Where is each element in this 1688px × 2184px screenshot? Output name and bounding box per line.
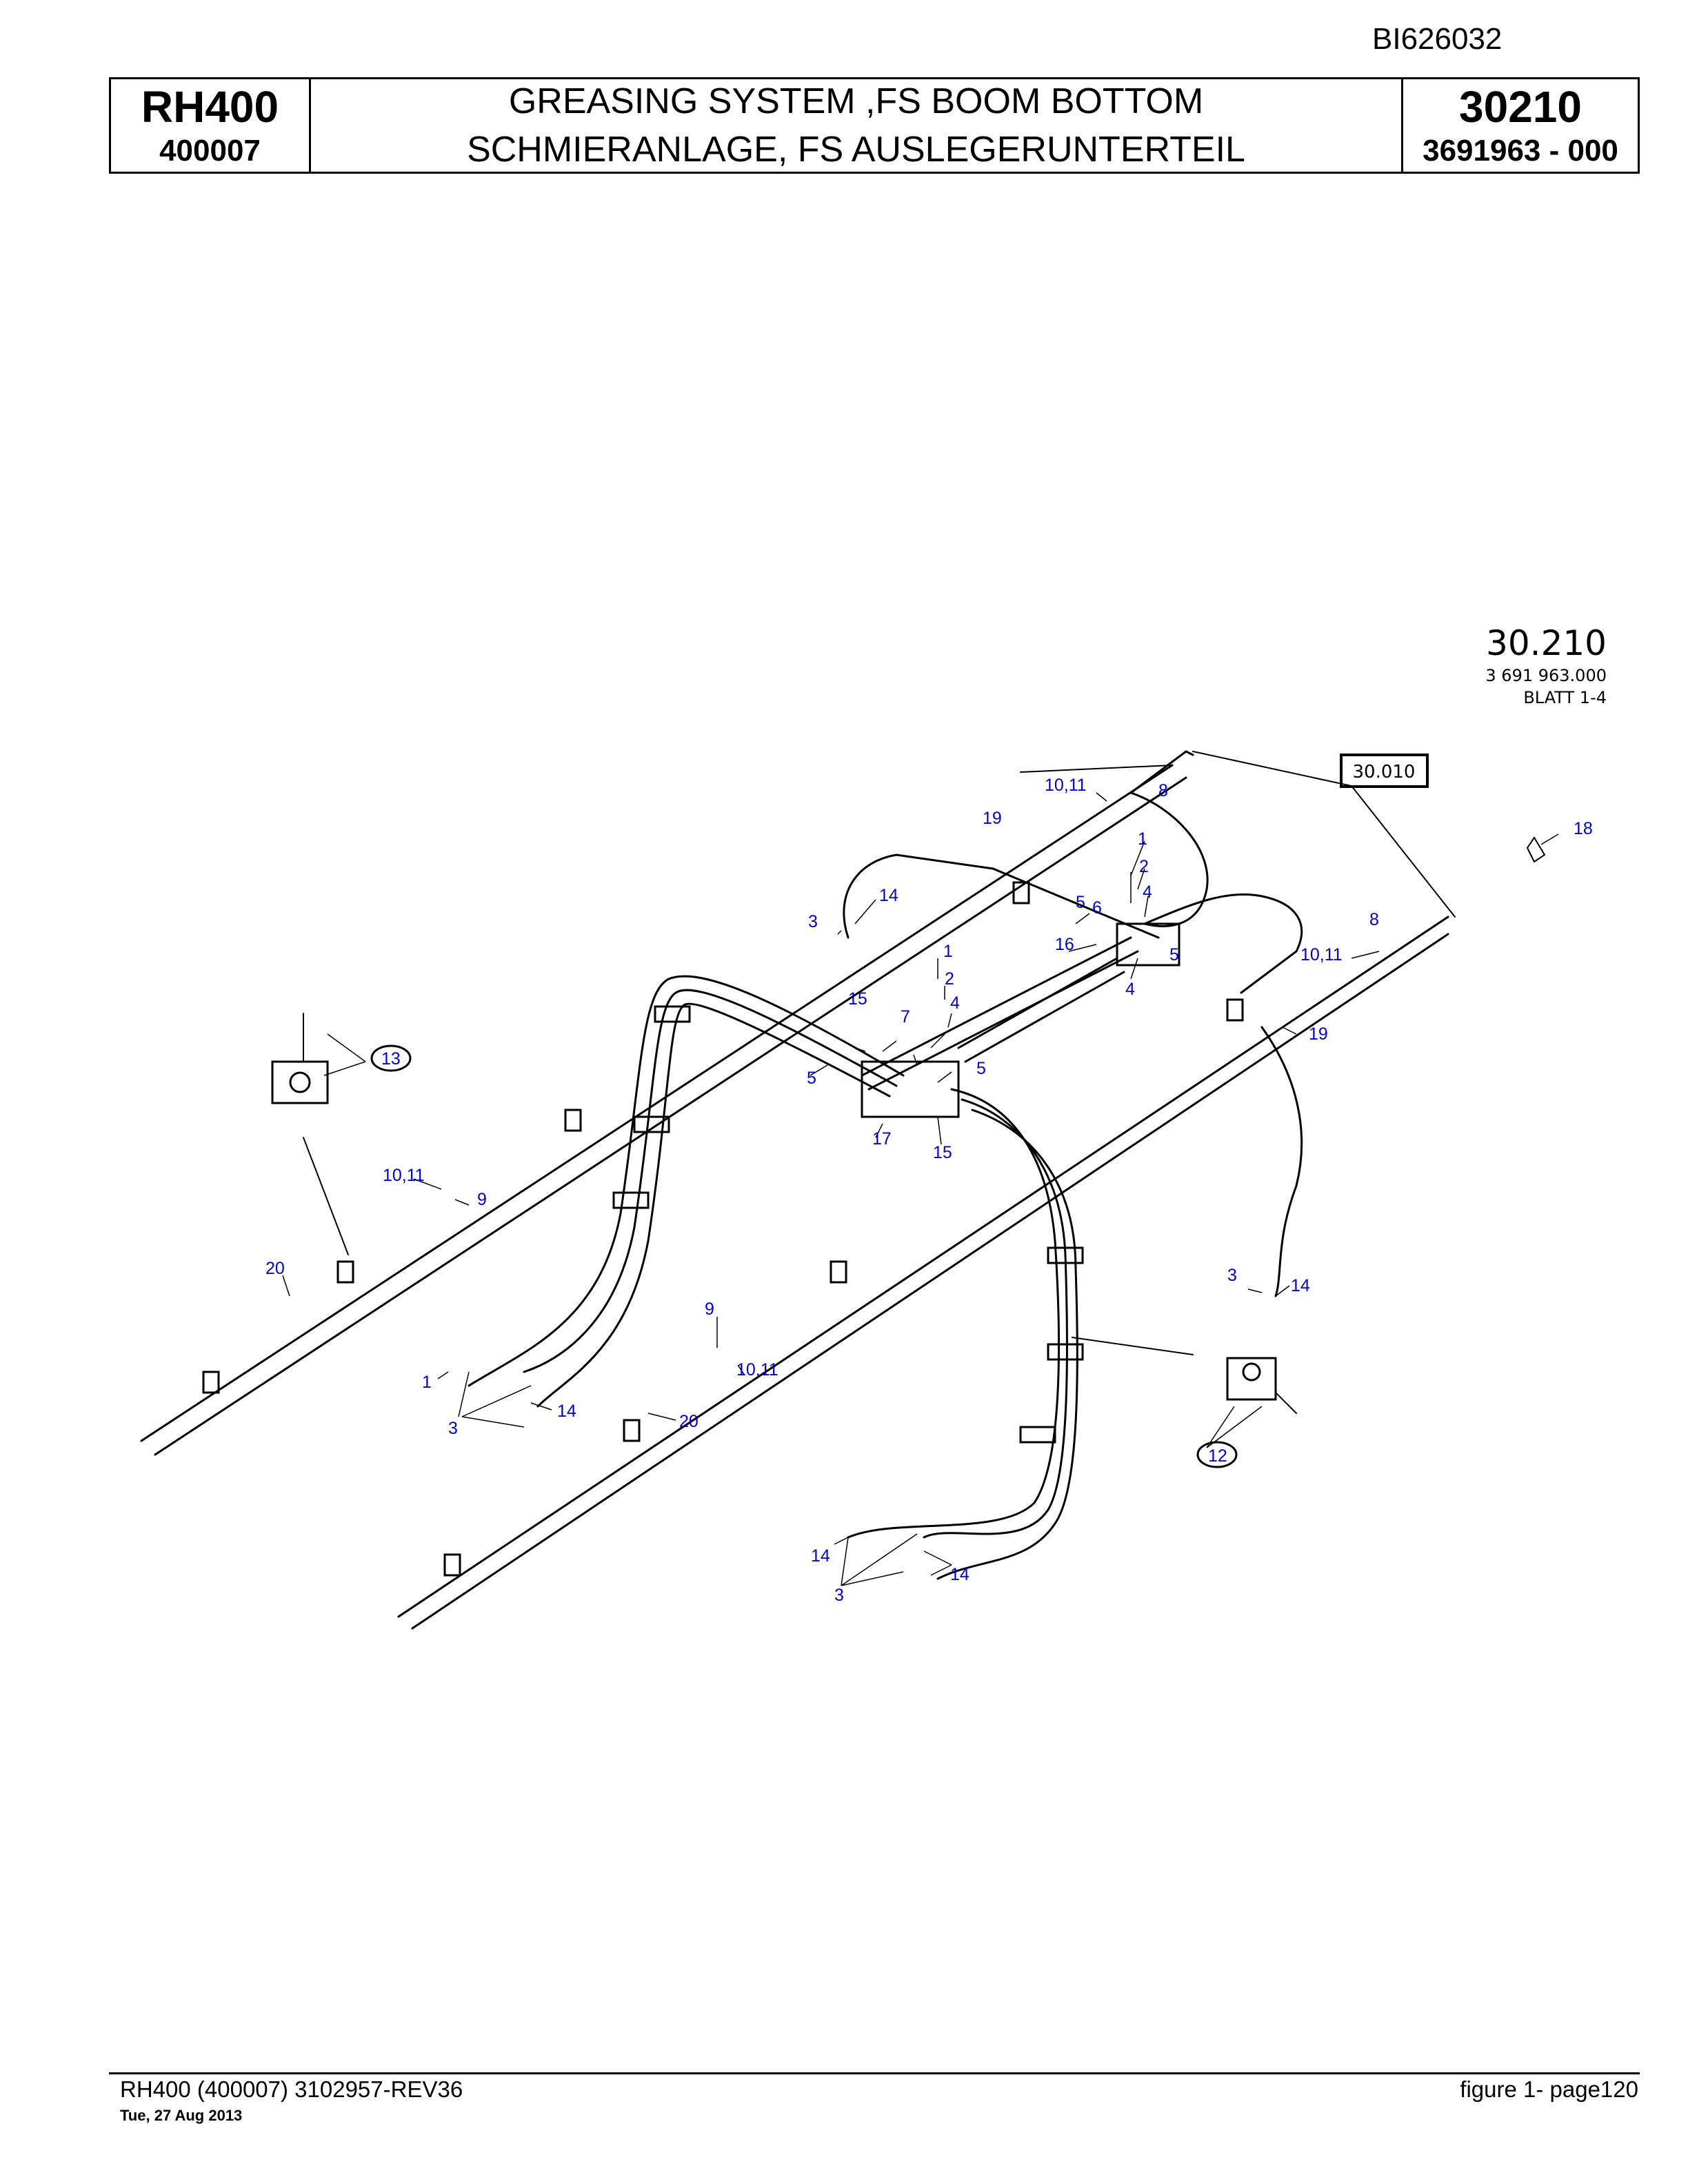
callout: 3 [834, 1586, 844, 1605]
crossref-box [1340, 754, 1429, 788]
callout: 14 [1291, 1276, 1310, 1295]
callout: 8 [1369, 910, 1379, 929]
callout: 20 [265, 1259, 285, 1278]
callout: 16 [1055, 935, 1074, 954]
callout: 15 [933, 1143, 952, 1162]
callout: 8 [1158, 781, 1168, 800]
callout: 5 [807, 1069, 816, 1088]
callout: 14 [879, 886, 898, 905]
callout: 2 [945, 969, 954, 989]
callout: 19 [1309, 1024, 1328, 1044]
sheet-reference: 30.210 [1486, 623, 1607, 663]
callout: 7 [901, 1007, 910, 1027]
callout: 20 [679, 1412, 699, 1431]
title-english: GREASING SYSTEM ,FS BOOM BOTTOM [508, 81, 1204, 121]
document-id: BI626032 [1372, 22, 1503, 56]
callout: 13 [381, 1049, 401, 1069]
callout: 3 [1227, 1266, 1237, 1285]
title-block: RH400 400007 GREASING SYSTEM ,FS BOOM BO… [109, 77, 1640, 174]
footer-document-reference: RH400 (400007) 3102957-REV36 [120, 2076, 463, 2102]
serial-number: 400007 [159, 134, 261, 168]
footer-rule [109, 2072, 1640, 2074]
callout: 15 [848, 989, 867, 1009]
callout: 10,11 [736, 1360, 778, 1379]
model-cell: RH400 400007 [111, 79, 311, 172]
callout: 10,11 [1045, 776, 1087, 795]
callout: 14 [950, 1565, 969, 1584]
group-cell: 30210 3691963 - 000 [1403, 79, 1638, 172]
title-cell: GREASING SYSTEM ,FS BOOM BOTTOM SCHMIERA… [311, 79, 1403, 172]
crossref-label: 30.010 [1353, 762, 1416, 782]
group-number: 30210 [1459, 82, 1582, 132]
callout: 9 [705, 1300, 714, 1319]
sheet-page: BLATT 1-4 [1523, 688, 1607, 707]
callout-13-circle [370, 1044, 412, 1072]
callout: 17 [872, 1129, 892, 1149]
leader-lines [282, 792, 1559, 1586]
footer-date: Tue, 27 Aug 2013 [120, 2107, 243, 2124]
callout: 6 [1092, 898, 1102, 918]
callout: 5 [976, 1059, 986, 1078]
callout-12-circle [1196, 1441, 1238, 1468]
callout: 18 [1574, 819, 1593, 838]
callout-labels: 10,11 8 19 1 2 4 14 3 18 5 6 8 16 5 10,1… [265, 776, 1593, 1605]
callout: 2 [1139, 857, 1149, 876]
footer-page-number: figure 1- page120 [1460, 2076, 1638, 2102]
callout: 10,11 [383, 1166, 425, 1185]
callout: 4 [950, 993, 960, 1013]
callout: 3 [448, 1419, 458, 1438]
sheet-part-number: 3 691 963.000 [1485, 666, 1607, 685]
callout: 4 [1125, 980, 1135, 999]
drawing-geometry [140, 750, 1546, 1630]
part-number: 3691963 - 000 [1423, 134, 1618, 168]
callout: 9 [477, 1190, 487, 1209]
callout: 4 [1143, 882, 1152, 902]
callout: 12 [1208, 1446, 1227, 1466]
callout: 1 [1138, 829, 1147, 849]
callout: 3 [808, 912, 818, 931]
callout: 14 [811, 1546, 830, 1566]
callout: 5 [1076, 893, 1085, 912]
callout: 10,11 [1300, 945, 1343, 964]
callout: 19 [983, 809, 1002, 828]
callout: 5 [1169, 945, 1179, 964]
model-number: RH400 [141, 82, 279, 132]
title-german: SCHMIERANLAGE, FS AUSLEGERUNTERTEIL [467, 130, 1245, 170]
callout: 1 [943, 942, 953, 961]
callout: 1 [422, 1373, 432, 1392]
callout: 14 [557, 1402, 576, 1421]
